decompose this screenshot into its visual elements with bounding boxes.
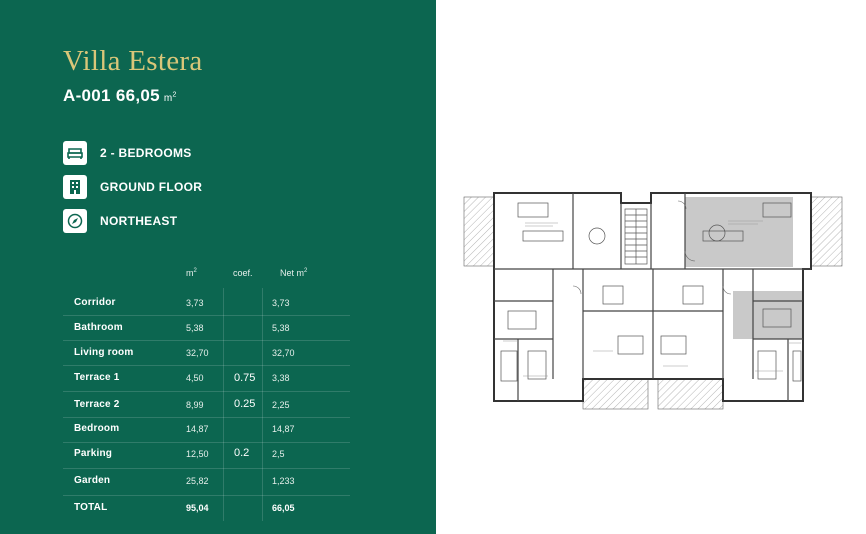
terrace-right (810, 196, 843, 267)
unit-area-unit: m2 (163, 91, 177, 104)
floor-plan (463, 192, 843, 410)
col-header-net: Net m2 (280, 268, 308, 278)
feature-floor: GROUND FLOOR (63, 175, 202, 199)
project-title: Villa Estera (63, 45, 203, 77)
feature-label: GROUND FLOOR (100, 180, 203, 194)
table-row: Living room 32,70 32,70 (63, 340, 350, 366)
unit-code: A-001 66,05 (63, 86, 160, 105)
feature-bedrooms: 2 - BEDROOMS (63, 141, 192, 165)
terrace-bottom-left (582, 378, 649, 410)
terrace-left (463, 196, 495, 267)
terrace-bottom-right (657, 378, 724, 410)
table-row: Bedroom 14,87 14,87 (63, 417, 350, 443)
selected-unit-living (685, 197, 793, 267)
table-row: Bathroom 5,38 5,38 (63, 315, 350, 341)
table-row: Parking 12,50 0.2 2,5 (63, 442, 350, 469)
feature-orientation: NORTHEAST (63, 209, 177, 233)
column-divider (223, 288, 224, 521)
feature-label: NORTHEAST (100, 214, 178, 228)
col-header-coef: coef. (233, 268, 253, 278)
table-row-total: TOTAL 95,04 66,05 (74, 502, 295, 513)
column-divider (262, 288, 263, 521)
building-icon (63, 175, 87, 199)
table-row: Terrace 1 4,50 0.75 3,38 (63, 365, 350, 392)
table-row: Corridor 3,73 3,73 (63, 290, 350, 316)
compass-icon (63, 209, 87, 233)
col-header-area: m2 (186, 268, 197, 278)
table-row: Garden 25,82 1,233 (63, 468, 350, 496)
table-row: Terrace 2 8,99 0.25 2,25 (63, 391, 350, 418)
bed-icon (63, 141, 87, 165)
selected-unit-bedroom (733, 291, 803, 339)
feature-label: 2 - BEDROOMS (100, 146, 192, 160)
